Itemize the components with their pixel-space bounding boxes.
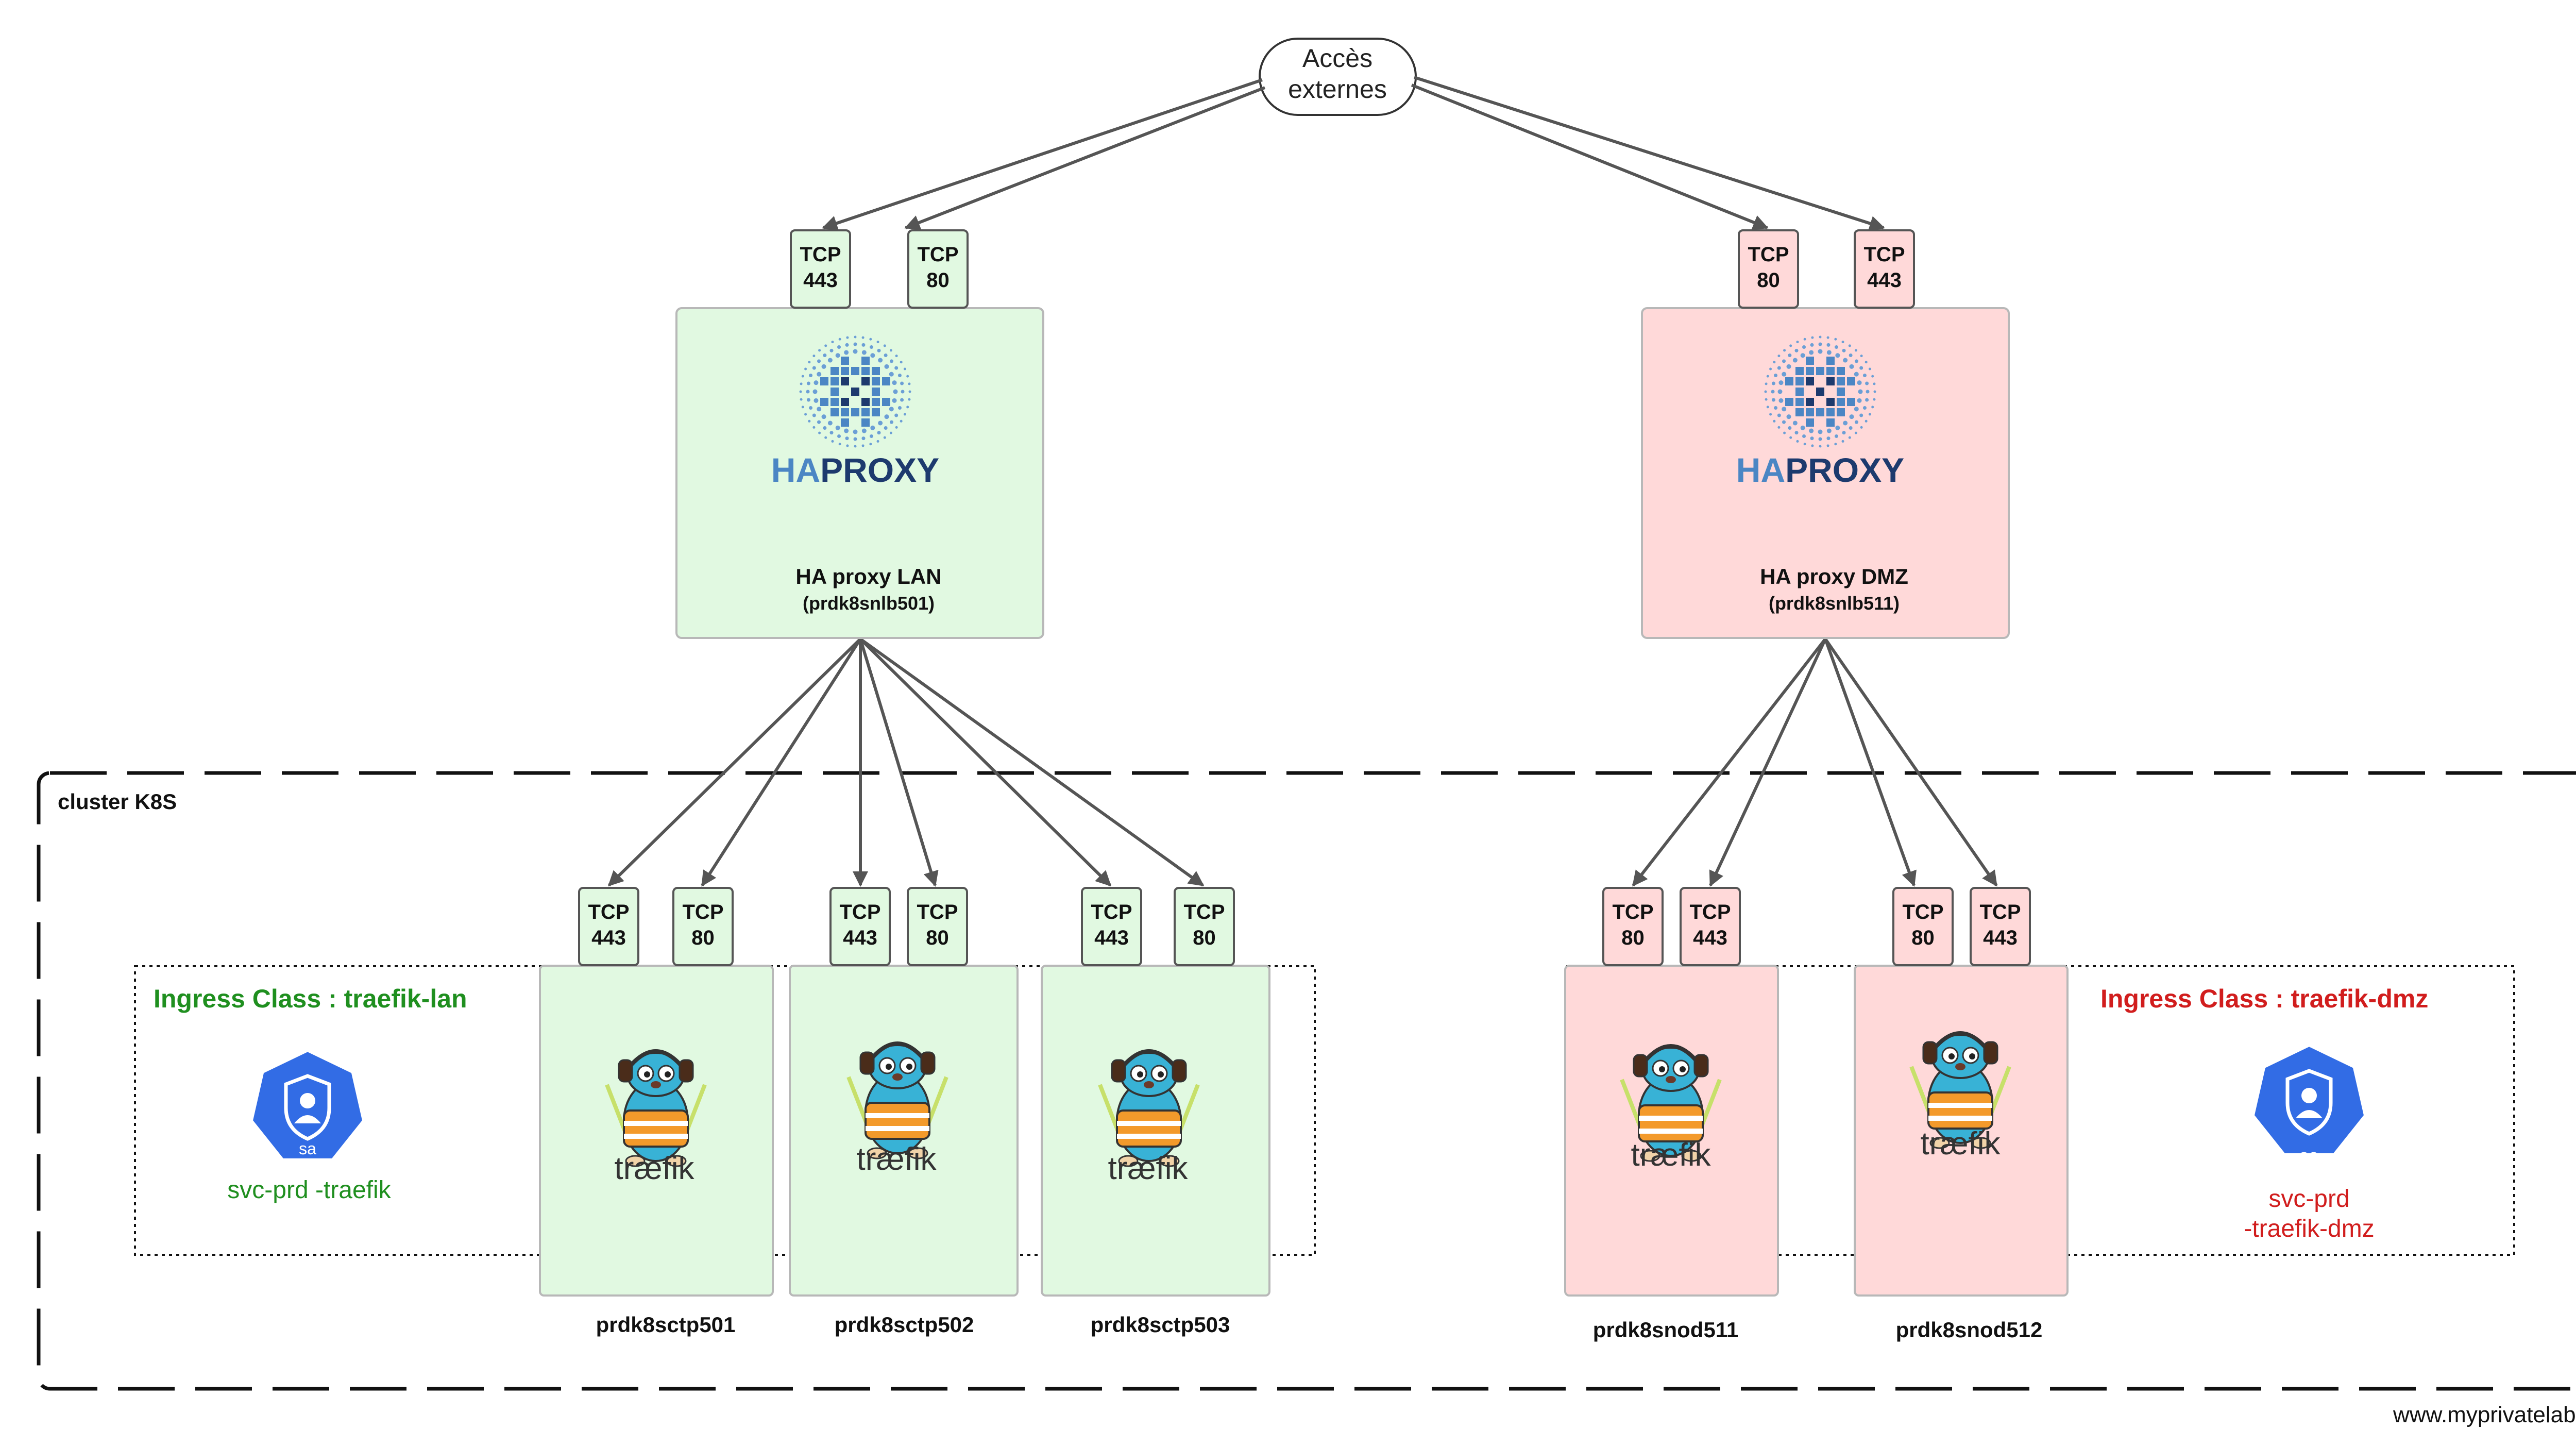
- node-snod511-traefik-logo: træfik: [1620, 1044, 1722, 1173]
- cluster-k8s-boundary: [37, 771, 2576, 1391]
- port-number: 443: [1094, 927, 1129, 949]
- port-protocol: TCP: [1864, 243, 1905, 266]
- port-number: 80: [1193, 927, 1216, 949]
- port-sctp501-443: TCP 443: [578, 887, 639, 966]
- haproxy-dmz-emblem-icon: [1764, 335, 1876, 448]
- traefik-gopher-icon: [1909, 1031, 2011, 1149]
- ingress-dmz-title: Ingress Class : traefik-dmz: [2100, 984, 2428, 1013]
- port-protocol: TCP: [1690, 901, 1731, 923]
- svg-text:HAPROXY: HAPROXY: [1736, 451, 1904, 489]
- node-sctp503-traefik-logo: træfik: [1098, 1049, 1200, 1186]
- port-number: 443: [1983, 927, 2018, 949]
- node-sctp502-name: prdk8sctp502: [835, 1313, 974, 1337]
- port-badges: TCP 443 TCP 80 TCP 80 TCP 443 TCP 443 TCP 80 T…: [578, 229, 2031, 966]
- port-sctp503-443: TCP 443: [1081, 887, 1142, 966]
- node-sctp501-logo-text: træfik: [615, 1151, 695, 1186]
- external-access-line2: externes: [1288, 75, 1387, 104]
- port-protocol: TCP: [1903, 901, 1944, 923]
- node-sctp502-traefik-logo: træfik: [846, 1041, 948, 1177]
- node-snod511-logo-text: træfik: [1631, 1137, 1711, 1173]
- haproxy-lan-logo-ha: HA: [771, 451, 820, 489]
- port-number: 80: [1757, 269, 1780, 292]
- haproxy-lan-box: [675, 307, 1044, 639]
- traefik-gopher-icon: [1098, 1049, 1200, 1167]
- port-protocol: TCP: [840, 901, 881, 923]
- traefik-gopher-icon: [605, 1049, 707, 1167]
- external-access-line1: Accès: [1302, 44, 1372, 73]
- port-sctp502-80: TCP 80: [907, 887, 968, 966]
- port-snod511-443: TCP 443: [1680, 887, 1741, 966]
- traefik-gopher-icon: [846, 1041, 948, 1159]
- watermark-url: www.myprivatelab.tech: [2393, 1402, 2576, 1427]
- port-protocol: TCP: [1184, 901, 1225, 923]
- node-snod511-name: prdk8snod511: [1593, 1318, 1738, 1342]
- k8s-service-account-icon: [2251, 1044, 2367, 1156]
- haproxy-lan-emblem-icon: [799, 335, 911, 448]
- port-proxy-dmz-443: TCP 443: [1854, 229, 1915, 309]
- traefik-gopher-icon: [1620, 1044, 1722, 1162]
- port-protocol: TCP: [1613, 901, 1654, 923]
- port-sctp501-80: TCP 80: [672, 887, 734, 966]
- haproxy-dmz-logo: HAPROXY: [1736, 335, 1904, 489]
- port-proxy-dmz-80: TCP 80: [1738, 229, 1799, 309]
- svg-text:HAPROXY: HAPROXY: [771, 451, 939, 489]
- port-protocol: TCP: [917, 901, 958, 923]
- node-snod512-name: prdk8snod512: [1896, 1318, 2043, 1342]
- node-sctp501-traefik-logo: træfik: [605, 1049, 707, 1186]
- port-number: 80: [1621, 927, 1645, 949]
- node-snod512-logo-text: træfik: [1921, 1126, 2001, 1162]
- service-account-dmz-badge-text: sa: [2299, 1145, 2319, 1166]
- haproxy-dmz-name: HA proxy DMZ: [1760, 564, 1908, 588]
- port-snod512-80: TCP 80: [1892, 887, 1954, 966]
- node-sctp501-name: prdk8sctp501: [596, 1313, 736, 1337]
- node-sctp503-logo-text: træfik: [1108, 1151, 1189, 1186]
- haproxy-lan-logo-proxy: PROXY: [820, 451, 939, 489]
- port-number: 443: [843, 927, 877, 949]
- service-account-lan-name: svc-prd -traefik: [227, 1176, 391, 1204]
- port-protocol: TCP: [918, 243, 959, 266]
- service-account-lan-badge-text: sa: [299, 1139, 316, 1158]
- connection-arrows: [607, 76, 1998, 887]
- port-sctp503-80: TCP 80: [1174, 887, 1235, 966]
- k8s-service-account-icon: [249, 1049, 366, 1162]
- haproxy-lan-host: (prdk8snlb501): [803, 593, 935, 614]
- port-proxy-lan-443: TCP 443: [790, 229, 851, 309]
- port-snod511-80: TCP 80: [1602, 887, 1664, 966]
- haproxy-lan-logo: HAPROXY: [771, 335, 939, 489]
- port-number: 443: [591, 927, 626, 949]
- port-protocol: TCP: [683, 901, 724, 923]
- service-account-dmz-name-1: svc-prd: [2268, 1185, 2349, 1213]
- ingress-lan-title: Ingress Class : traefik-lan: [154, 984, 467, 1013]
- port-number: 80: [926, 269, 950, 292]
- port-sctp502-443: TCP 443: [829, 887, 891, 966]
- haproxy-dmz-logo-ha: HA: [1736, 451, 1785, 489]
- service-account-lan-badge: sa: [249, 1049, 366, 1162]
- node-snod512-traefik-logo: træfik: [1909, 1031, 2011, 1162]
- node-sctp502-logo-text: træfik: [857, 1141, 937, 1177]
- haproxy-dmz-host: (prdk8snlb511): [1769, 593, 1900, 614]
- port-protocol: TCP: [1980, 901, 2021, 923]
- port-number: 443: [803, 269, 838, 292]
- service-account-dmz-name-2: -traefik-dmz: [2244, 1215, 2374, 1242]
- port-number: 443: [1693, 927, 1727, 949]
- port-proxy-lan-80: TCP 80: [907, 229, 969, 309]
- port-number: 80: [926, 927, 949, 949]
- node-sctp503-name: prdk8sctp503: [1091, 1313, 1230, 1337]
- port-snod512-443: TCP 443: [1970, 887, 2031, 966]
- port-number: 443: [1867, 269, 1902, 292]
- port-protocol: TCP: [588, 901, 630, 923]
- port-protocol: TCP: [800, 243, 841, 266]
- port-number: 80: [691, 927, 715, 949]
- haproxy-dmz-box: [1641, 307, 2010, 639]
- service-account-dmz-badge: sa: [2251, 1044, 2367, 1166]
- haproxy-lan-name: HA proxy LAN: [795, 564, 941, 588]
- cluster-k8s-label: cluster K8S: [58, 789, 177, 814]
- port-protocol: TCP: [1748, 243, 1789, 266]
- port-number: 80: [1911, 927, 1935, 949]
- haproxy-dmz-logo-proxy: PROXY: [1785, 451, 1904, 489]
- port-protocol: TCP: [1091, 901, 1132, 923]
